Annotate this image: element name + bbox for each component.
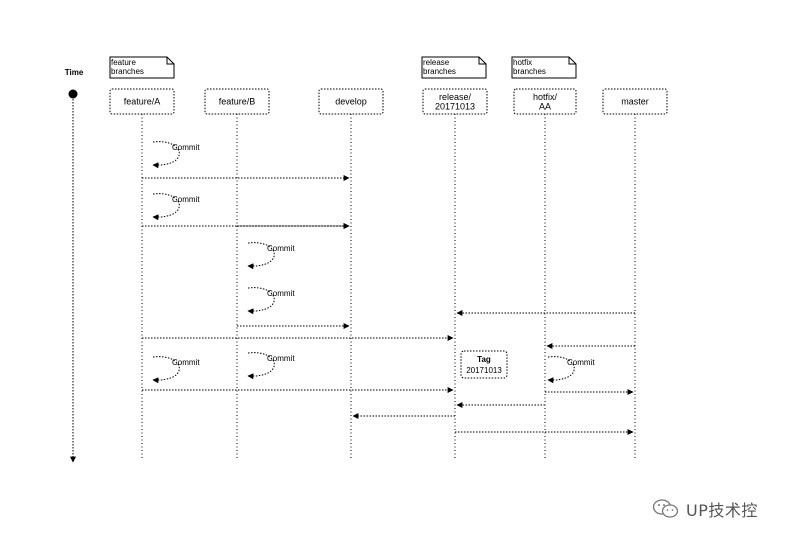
tag-box: Tag 20171013	[460, 350, 508, 379]
lane-develop: develop	[318, 88, 384, 115]
commit-label: Commit	[267, 244, 295, 253]
lane-featureB: feature/B	[204, 88, 270, 115]
commit-loop: Commit	[247, 242, 295, 270]
commit-label: Commit	[172, 143, 200, 152]
lane-release: release/20171013	[422, 88, 488, 115]
commit-loop: Commit	[547, 356, 595, 384]
time-start-dot	[68, 89, 78, 99]
wechat-icon	[652, 499, 679, 518]
lane-hotfix-label: hotfix/	[533, 92, 558, 102]
lane-hotfix-label: AA	[539, 101, 551, 111]
note-release-line: branches	[423, 67, 456, 76]
lane-release-label: release/	[439, 92, 472, 102]
commit-loop: Commit	[152, 141, 200, 169]
commit-loop: Commit	[247, 352, 295, 380]
commit-label: Commit	[567, 358, 595, 367]
commit-label: Commit	[267, 289, 295, 298]
time-label: Time	[65, 68, 84, 77]
watermark-text: UP技术控	[686, 501, 758, 520]
commit-label: Commit	[267, 354, 295, 363]
commit-loop: Commit	[152, 193, 200, 221]
commit-loop: Commit	[152, 356, 200, 384]
watermark: UP技术控	[652, 498, 758, 520]
lane-release-label: 20171013	[435, 101, 475, 111]
commit-label: Commit	[172, 195, 200, 204]
commit-label: Commit	[172, 358, 200, 367]
lane-master: master	[602, 88, 668, 115]
note-release-line: release	[423, 58, 450, 67]
note-feature-line: feature	[111, 58, 136, 67]
lane-develop-label: develop	[335, 97, 367, 107]
note-feature-line: branches	[111, 67, 144, 76]
note-hotfix-line: branches	[513, 67, 546, 76]
commit-loop: Commit	[247, 287, 295, 315]
lane-featureA-label: feature/A	[124, 97, 161, 107]
lane-hotfix: hotfix/AA	[513, 88, 577, 115]
lane-master-label: master	[621, 97, 649, 107]
lane-featureA: feature/A	[109, 88, 175, 115]
note-hotfix-line: hotfix	[513, 58, 532, 67]
tag-title: Tag	[477, 355, 491, 364]
tag-value: 20171013	[466, 366, 502, 375]
lane-featureB-label: feature/B	[219, 97, 256, 107]
